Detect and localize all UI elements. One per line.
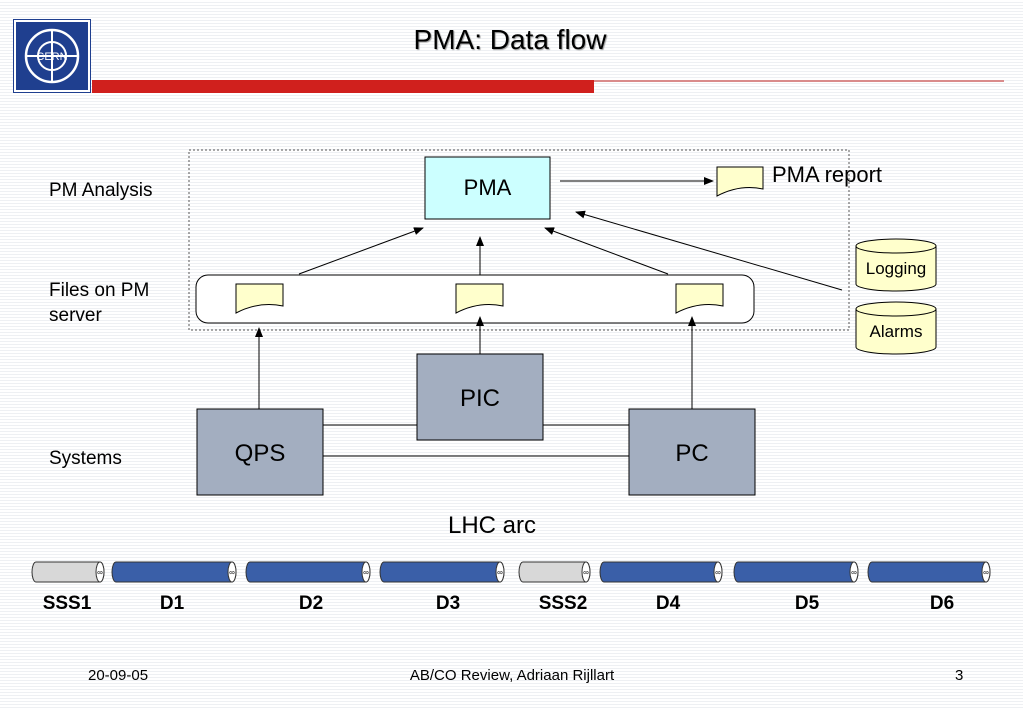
svg-text:∞: ∞ — [583, 568, 589, 577]
page-number: 3 — [955, 667, 964, 684]
magnet-d1: ∞ — [111, 561, 237, 583]
qps-box-label: QPS — [234, 440, 286, 467]
logging-database-icon — [855, 238, 937, 292]
magnet-sss2: ∞ — [518, 561, 591, 583]
footer-date: 20-09-05 — [88, 667, 149, 684]
file-document-icon — [455, 283, 504, 314]
cern-logo-text: CERN — [36, 51, 67, 63]
pm-analysis-label: PM Analysis — [49, 180, 153, 201]
svg-text:∞: ∞ — [851, 568, 857, 577]
pc-box — [628, 408, 756, 496]
magnet-label: D1 — [159, 593, 185, 614]
svg-text:∞: ∞ — [983, 568, 989, 577]
alarms-database-icon — [855, 301, 937, 355]
svg-text:∞: ∞ — [97, 568, 103, 577]
title-underline-line — [594, 80, 1004, 82]
magnet-sss1: ∞ — [31, 561, 105, 583]
files-to-pma-arrow — [298, 227, 424, 275]
pma-box-label: PMA — [463, 175, 512, 200]
magnet-d4: ∞ — [599, 561, 723, 583]
magnet-label: D5 — [794, 593, 820, 614]
logging-to-pma-arrow — [575, 210, 843, 291]
pc-box-label: PC — [675, 440, 709, 467]
footer-title: AB/CO Review, Adriaan Rijllart — [409, 667, 615, 684]
magnet-label: D4 — [655, 593, 681, 614]
pic-box-label: PIC — [459, 385, 500, 412]
lhc-arc-label: LHC arc — [447, 512, 537, 539]
systems-label: Systems — [49, 448, 122, 469]
cern-logo-icon: CERN — [24, 28, 80, 84]
magnet-label: D6 — [929, 593, 955, 614]
magnet-label: SSS2 — [538, 593, 588, 614]
files-to-pma-arrow — [544, 227, 669, 275]
qps-box — [196, 408, 324, 496]
magnet-d5: ∞ — [733, 561, 859, 583]
magnet-d6: ∞ — [867, 561, 991, 583]
magnet-label: D3 — [435, 593, 461, 614]
page-title: PMA: Data flow — [413, 24, 607, 55]
lhc-arc-magnets: ∞ ∞ ∞ ∞ ∞ ∞ ∞ ∞ — [31, 561, 991, 583]
pma-report-label: PMA report — [772, 162, 883, 187]
logging-label: Logging — [865, 259, 927, 278]
magnet-label: D2 — [298, 593, 324, 614]
svg-text:∞: ∞ — [229, 568, 235, 577]
cern-logo: CERN — [13, 19, 91, 93]
pic-box — [416, 353, 544, 441]
files-on-pm-server-label: Files on PM server — [49, 280, 150, 326]
alarms-label: Alarms — [869, 322, 923, 341]
svg-text:∞: ∞ — [715, 568, 721, 577]
title-underline-bar — [92, 80, 594, 93]
magnet-d3: ∞ — [379, 561, 505, 583]
pma-box — [424, 156, 551, 220]
file-document-icon — [235, 283, 284, 314]
pm-analysis-region — [188, 149, 850, 331]
svg-text:∞: ∞ — [497, 568, 503, 577]
svg-text:∞: ∞ — [363, 568, 369, 577]
pma-report-document-icon — [716, 166, 764, 197]
magnet-d2: ∞ — [245, 561, 371, 583]
file-document-icon — [675, 283, 724, 314]
magnet-label: SSS1 — [42, 593, 92, 614]
